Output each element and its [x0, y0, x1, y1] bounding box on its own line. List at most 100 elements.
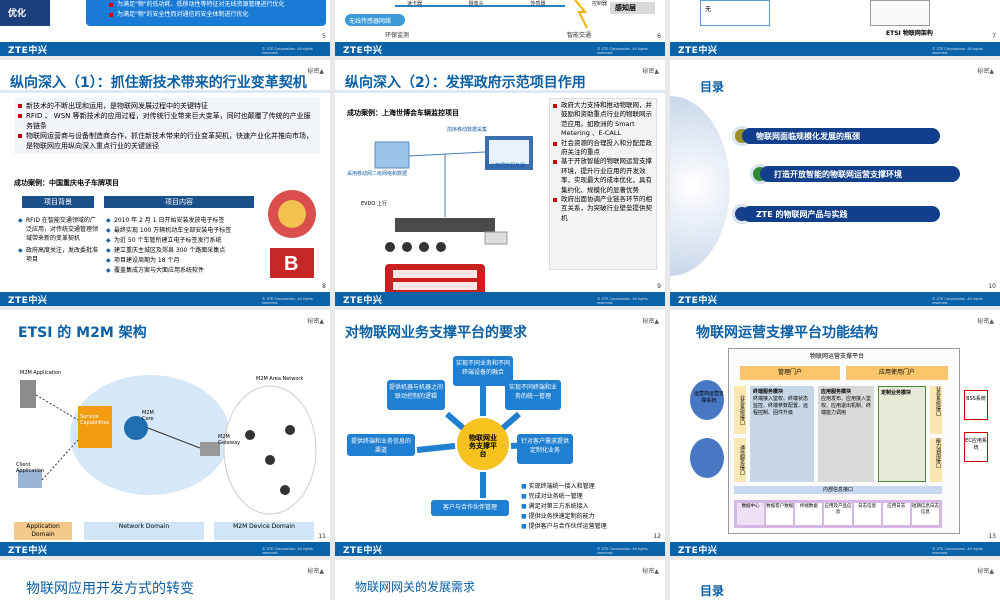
m2m-app-label: M2M Application [20, 370, 62, 376]
slide-7[interactable]: 无 ETSI 物联网架构 7 ZTE中兴© ZTE Corporation. A… [670, 0, 1000, 56]
slide-12[interactable]: 秘密▲ 对物联网业务支撑平台的要求 实现不同业务和不同终端设备的融合 提供机器与… [335, 310, 665, 556]
label: 摄像头 [468, 1, 484, 7]
slide-13[interactable]: 秘密▲ 物联网运营支撑平台功能结构 物联网运营支撑平台 运营商运营支撑系统 管理… [670, 310, 1000, 556]
page-number: 11 [318, 533, 326, 540]
col1-item: 政府高度关注，发改委批准项目 [26, 247, 99, 263]
zte-logo: ZTE中兴 [678, 295, 718, 306]
data-cell: 日志信息 [853, 503, 881, 525]
data-cell: 应用及产品信息 [824, 503, 852, 525]
traffic-label: 智能交通 [567, 32, 592, 39]
bss-system: BSS系统 [964, 390, 988, 420]
slide-8-bullets: 新技术的不断出现和运用，是物联网发展过程中的关键特征 RFID 、 WSN 等新… [17, 101, 317, 151]
copyright: © ZTE Corporation. All rights reserved. [932, 47, 983, 55]
slide-9-bullets: 政府大力支持和推动物联网，并鼓励和资助重点行业的物联网示范应用。如欧洲的 Sma… [552, 101, 654, 223]
req-box: 实现不同业务和不同终端设备的融合 [453, 356, 513, 386]
emblem-and-plate-icon: B [268, 190, 316, 278]
case-title: 成功案例：上海世博会车辆监控项目 [347, 109, 459, 117]
slide-8[interactable]: 秘密▲ 纵向深入（1）：抓住新技术带来的行业变革契机 新技术的不断出现和运用，是… [0, 60, 330, 306]
secret-label: 秘密▲ [642, 568, 659, 575]
slide-footer: ZTE中兴 © ZTE Corporation. All rights reser… [670, 292, 1000, 306]
toc-item-2[interactable]: 打造开放智能的物联网运营支撑环境 [760, 166, 960, 182]
col1-item: RFID 在智能交通领域的广泛应用，对传统交通管理领域带来新的变革契机 [26, 217, 99, 242]
diagram-label: EVDO 上行 [361, 201, 387, 207]
col2-item: 2010 年 2 月 1 日开始安装发放电子标签 [114, 217, 225, 224]
app-portal: 应用使用门户 [846, 366, 948, 380]
label: 传感器 [530, 1, 546, 7]
copyright: © ZTE Corporation. All rights reserved. [932, 297, 983, 305]
slide-6[interactable]: 读卡器 摄像头 传感器 控制器 无线传感器网络 环保监测 智能交通 感知层 6 … [335, 0, 665, 56]
ec-system: EC应用系统 [964, 432, 988, 462]
zte-logo: ZTE中兴 [678, 45, 718, 56]
domain-device: M2M Device Domain [214, 522, 314, 540]
slide-footer: ZTE中兴© ZTE Corporation. All rights reser… [0, 42, 330, 56]
col2-item: 建立重庆主城区及郊县 300 个路面采集点 [114, 247, 226, 254]
col2-head: 项目内容 [104, 196, 254, 208]
bullet: 为满足"物"的低功耗、低移动性等特征对无线资源管理进行优化 [108, 0, 323, 10]
bullet: 政府出面协调产业链各环节的相互关系，为突破行业壁垒提供契机 [552, 195, 654, 223]
slide-11[interactable]: 秘密▲ ETSI 的 M2M 架构 M2M Application Client… [0, 310, 330, 556]
data-cell: 数据客户数据 [766, 503, 794, 525]
bullet-text: 满足对第三方系统接入 [528, 503, 589, 510]
secret-label: 秘密▲ [642, 68, 659, 75]
toc-arc [670, 96, 730, 276]
copyright: © ZTE Corporation. All rights reserved. [262, 297, 313, 305]
slide-footer: ZTE中兴© ZTE Corporation. All rights reser… [335, 42, 665, 56]
req-box: 实现不同终端和业务的统一管理 [505, 380, 561, 410]
module-items: 应用发布、应用接入鉴权、应用退出机制、终端能力调用 [821, 396, 872, 416]
req-box: 提供终端和业务信息的渠道 [347, 434, 415, 456]
right-interface: 业务系统接口 [930, 386, 942, 434]
client-app-label: Client Application [16, 462, 44, 474]
secret-label: 秘密▲ [307, 318, 324, 325]
slide-15[interactable]: 秘密▲ 物联网网关的发展需求 [335, 560, 665, 600]
slide-5[interactable]: 优化 为满足"物"的低功耗、低移动性等特征对无线资源管理进行优化 为满足"物"的… [0, 0, 330, 56]
slide-5-label: 优化 [0, 0, 50, 26]
slide-title: 物联网网关的发展需求 [355, 580, 476, 594]
data-cell: 数据中心 [737, 503, 765, 525]
copyright: © ZTE Corporation. All rights reserved. [597, 47, 648, 55]
slide-16[interactable]: 秘密▲ 目录 [670, 560, 1000, 600]
etsi-caption: ETSI 物联网架构 [886, 30, 933, 37]
req-box: 提供机器与机器之间联动控制的逻辑 [387, 380, 445, 410]
bullet-text: 提供业务快速定制的能力 [528, 513, 595, 520]
zte-logo: ZTE中兴 [343, 295, 383, 306]
domain-network: Network Domain [84, 522, 204, 540]
copyright: © ZTE Corporation. All rights reserved. [597, 547, 648, 555]
toc-item-3[interactable]: ZTE 的物联网产品与实践 [742, 206, 940, 222]
secret-label: 秘密▲ [642, 318, 659, 325]
req-box: 针对客户需求提供定制化业务 [517, 434, 573, 464]
bullet: ■ 完成对业务统一管理 [521, 493, 583, 500]
platform-title: 物联网运营支撑平台 [810, 353, 865, 360]
slide-footer: ZTE中兴© ZTE Corporation. All rights reser… [670, 542, 1000, 556]
bullet: ■ 实现终端统一接入和管理 [521, 483, 595, 490]
bullet: ■ 提供客户与合作伙伴运营管理 [521, 523, 607, 530]
left-interface: 通信服务接口 [734, 438, 746, 482]
bullet: 社会资源的合理投入和分配是政府关注的重点 [552, 139, 654, 158]
m2m-gateway-label: M2M Gateway [218, 434, 241, 446]
data-layer: 数据中心 数据客户数据 终端数据 应用及产品信息 日志信息 应用日志 短期信息日… [734, 500, 942, 528]
slide-6-top-labels: 读卡器 摄像头 传感器 控制器 [407, 0, 607, 7]
col2-item: 覆盖集成方案与大面应用系统软件 [114, 267, 205, 274]
cloud-icon [690, 380, 724, 420]
copyright: © ZTE Corporation. All rights reserved. [262, 547, 313, 555]
zte-logo: ZTE中兴 [8, 45, 48, 56]
m2m-core-label: M2M Core [142, 410, 154, 422]
page-number: 8 [322, 283, 326, 290]
slide-9[interactable]: 秘密▲ 纵向深入（2）：发挥政府示范项目作用 成功案例：上海世博会车辆监控项目 … [335, 60, 665, 306]
left-cloud-label: 运营商运营支撑系统 [694, 391, 725, 404]
toc-item-1[interactable]: 物联网面临规模化发展的瓶颈 [742, 128, 940, 144]
module-title: 定制业务模块 [881, 390, 912, 396]
col2-list: ◆2010 年 2 月 1 日开始安装发放电子标签 ◆最终实现 100 万辆机动… [106, 217, 232, 274]
data-cell: 应用日志 [882, 503, 910, 525]
diagram-label: 采用移动网二级网络和数据 [347, 171, 408, 177]
col2-item: 最终实现 100 万辆机动车全部安装电子标签 [114, 227, 232, 234]
data-cell: 终端数据 [795, 503, 823, 525]
label: 控制器 [591, 1, 607, 7]
slide-14[interactable]: 秘密▲ 物联网应用开发方式的转变 [0, 560, 330, 600]
zte-logo: ZTE中兴 [8, 295, 48, 306]
secret-label: 秘密▲ [307, 68, 324, 75]
secret-label: 秘密▲ [977, 68, 994, 75]
slide-10[interactable]: 秘密▲ 目录 物联网面临规模化发展的瓶颈 打造开放智能的物联网运营支撑环境 ZT… [670, 60, 1000, 306]
module-terminal: 终端服务模块终端接入鉴权、终端状态监控、终端参数配置、远程控制、固件升级 [750, 386, 814, 482]
m2m-architecture-diagram [18, 375, 317, 515]
page-number: 6 [657, 33, 661, 40]
